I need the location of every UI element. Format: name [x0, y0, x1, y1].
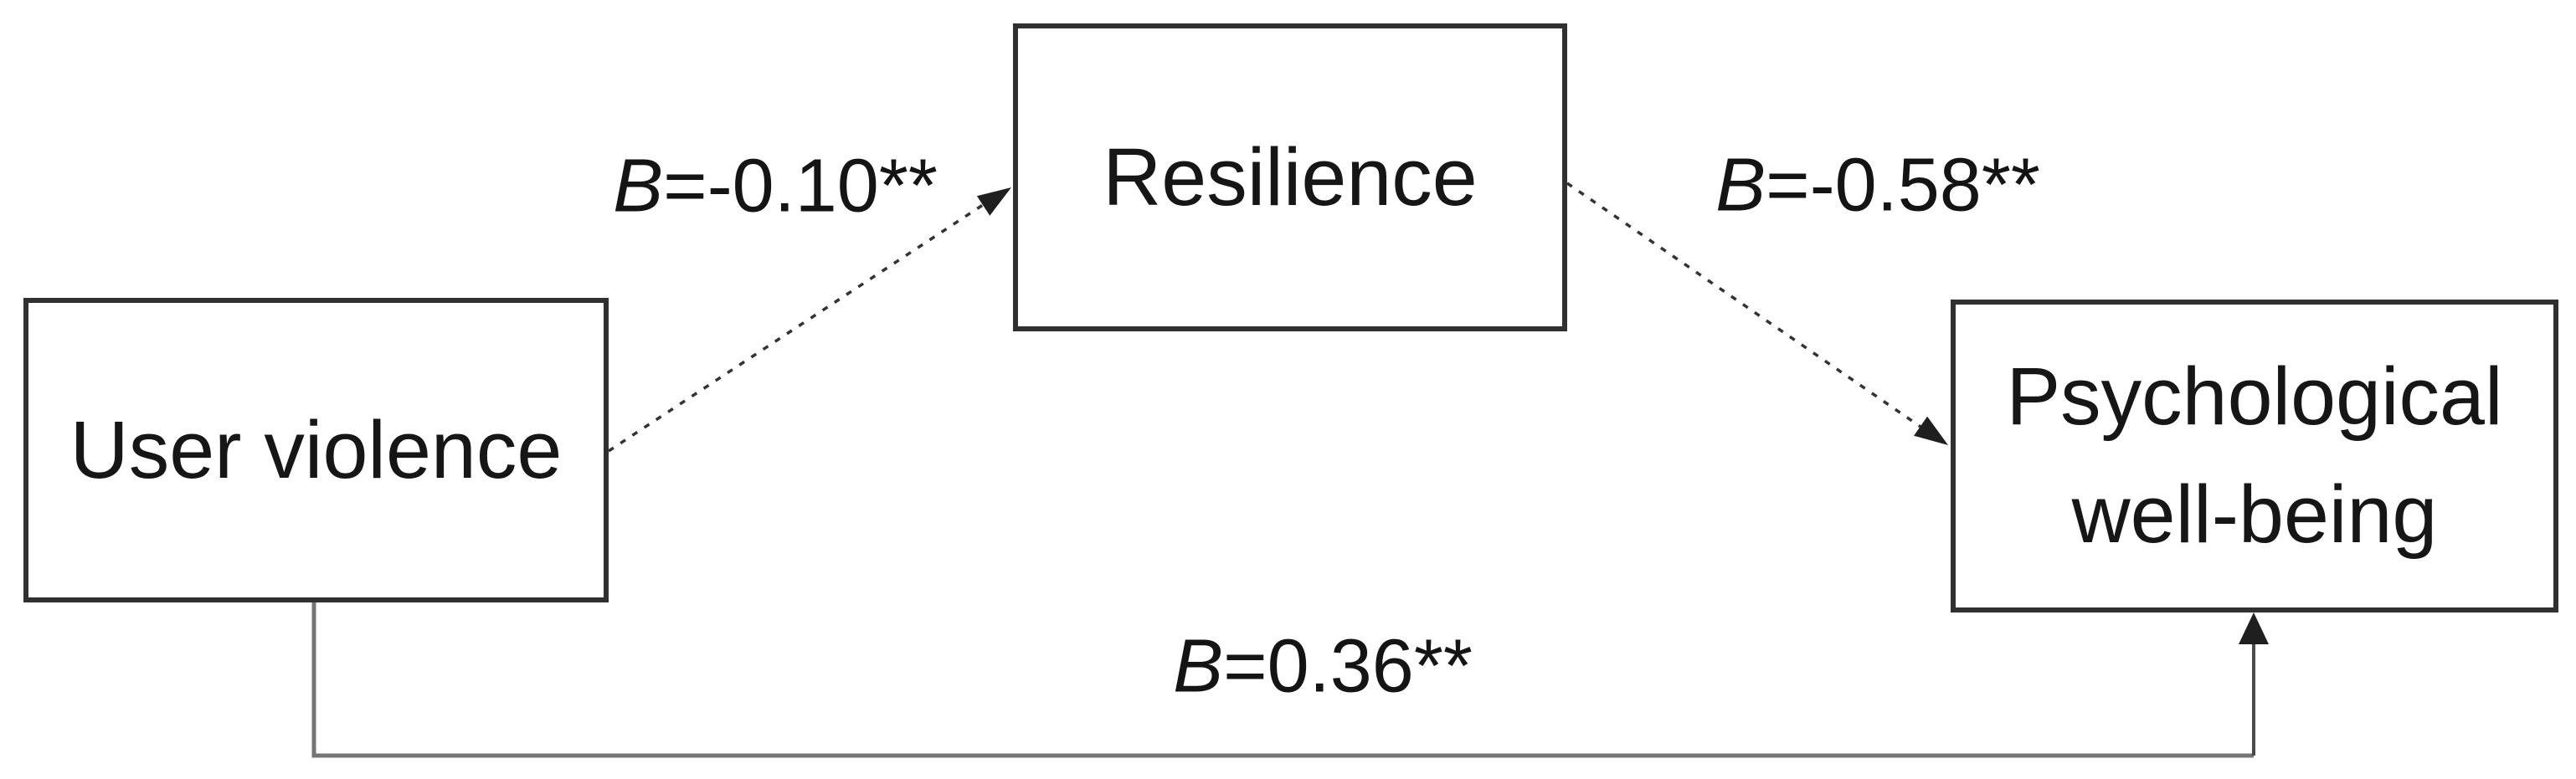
arrowhead-uv-resilience	[976, 187, 1011, 216]
node-user-violence-label: User violence	[69, 403, 563, 495]
coef-value: =-0.10**	[663, 144, 938, 228]
node-resilience-label: Resilience	[1103, 131, 1478, 223]
node-user-violence: User violence	[23, 298, 609, 602]
coef-symbol: B	[1173, 624, 1224, 709]
edge-label-uv-psych: B=0.36**	[1173, 624, 1473, 710]
node-psychological-well-being: Psychological well-being	[1951, 300, 2558, 612]
dashed-line-uv-resilience	[608, 200, 989, 453]
arrowhead-direct-path	[2239, 612, 2269, 644]
arrowhead-resilience-psych	[1914, 416, 1948, 445]
coef-symbol: B	[613, 144, 664, 228]
psych-label-line2: well-being	[2071, 469, 2438, 560]
coef-symbol: B	[1715, 143, 1766, 228]
edge-label-uv-resilience: B=-0.10**	[613, 144, 938, 230]
psych-label-line1: Psychological	[2006, 351, 2503, 443]
coef-value: =0.36**	[1223, 624, 1473, 709]
node-resilience: Resilience	[1013, 23, 1567, 331]
node-psychological-well-being-label: Psychological well-being	[2006, 338, 2502, 573]
coef-value: =-0.58**	[1766, 143, 2040, 228]
edge-label-resilience-psych: B=-0.58**	[1715, 143, 2040, 229]
